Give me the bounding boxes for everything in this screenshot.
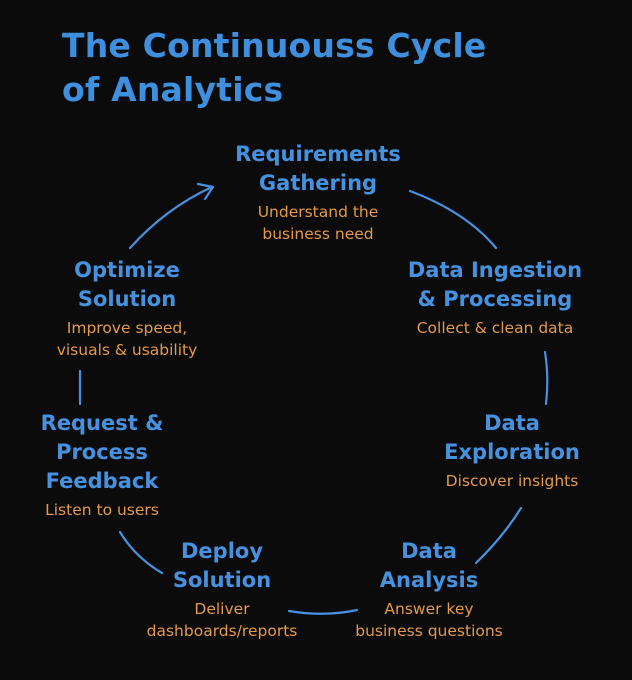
step-heading: Data Ingestion & Processing [398,256,592,314]
connector-deploy-to-feedback [118,530,164,575]
step-description-line: visuals & usability [56,341,198,359]
step-heading-line: Data [484,411,540,435]
diagram-title: The Continuouss Cycle of Analytics [62,24,582,112]
step-heading-line: Solution [172,568,272,592]
step-deploy-solution: Deploy Solution Deliver dashboards/repor… [124,537,320,642]
step-data-ingestion: Data Ingestion & Processing Collect & cl… [398,256,592,339]
step-heading-line: Requirements [235,142,401,166]
step-description: Collect & clean data [398,317,592,339]
step-description-line: Discover insights [445,472,579,490]
step-heading: Optimize Solution [36,256,218,314]
step-description: Listen to users [22,499,182,521]
step-heading-line: Exploration [444,440,580,464]
connector-exploration-to-analysis [474,506,523,565]
step-heading: Requirements Gathering [218,140,418,198]
step-data-analysis: Data Analysis Answer key business questi… [338,537,520,642]
step-data-exploration: Data Exploration Discover insights [430,409,594,492]
step-description-line: Collect & clean data [416,319,574,337]
step-heading-line: Data [401,539,457,563]
connector-requirements-to-ingestion [408,189,498,250]
step-heading-line: Optimize [74,258,180,282]
step-heading: Data Analysis [338,537,520,595]
arrowhead-icon [196,182,215,201]
step-heading-line: Process [56,440,148,464]
step-optimize-solution: Optimize Solution Improve speed, visuals… [36,256,218,361]
step-description: Deliver dashboards/reports [124,598,320,642]
step-description: Answer key business questions [338,598,520,642]
step-requirements-gathering: Requirements Gathering Understand the bu… [218,140,418,245]
step-description-line: business need [262,225,374,243]
connector-optimize-to-requirements [128,185,214,250]
step-heading: Data Exploration [430,409,594,467]
step-heading-line: & Processing [417,287,573,311]
step-description-line: Deliver [194,600,250,618]
step-heading-line: Request & [40,411,164,435]
step-heading: Request & Process Feedback [22,409,182,496]
step-description-line: business questions [355,622,503,640]
step-description-line: Answer key [384,600,474,618]
step-heading-line: Analysis [379,568,479,592]
connector-ingestion-to-exploration [543,350,549,406]
step-heading-line: Gathering [258,171,378,195]
step-heading-line: Data Ingestion [407,258,583,282]
step-request-feedback: Request & Process Feedback Listen to use… [22,409,182,521]
step-heading-line: Feedback [45,469,159,493]
step-heading: Deploy Solution [124,537,320,595]
step-description: Improve speed, visuals & usability [36,317,218,361]
connector-analysis-to-deploy [287,608,359,615]
title-line-2: of Analytics [62,70,284,109]
title-line-1: The Continuouss Cycle [62,26,487,65]
step-heading-line: Deploy [180,539,264,563]
step-description-line: Improve speed, [66,319,188,337]
step-description-line: Understand the [257,203,379,221]
step-heading-line: Solution [77,287,177,311]
step-description: Understand the business need [218,201,418,245]
step-description: Discover insights [430,470,594,492]
step-description-line: Listen to users [45,501,159,519]
step-description-line: dashboards/reports [146,622,298,640]
